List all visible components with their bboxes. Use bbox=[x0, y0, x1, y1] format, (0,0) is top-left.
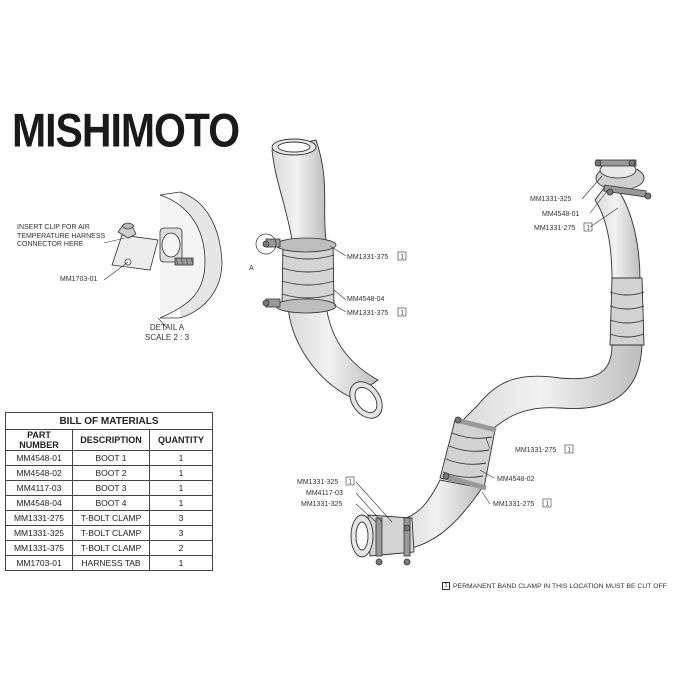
bom-quantity: 1 bbox=[149, 495, 213, 511]
bom-quantity: 3 bbox=[149, 510, 213, 526]
bom-header-description: DESCRIPTION bbox=[72, 429, 150, 451]
detail-a-view bbox=[111, 191, 223, 319]
detail-note-line: INSERT CLIP FOR AIR bbox=[17, 224, 90, 231]
bom-description: T-BOLT CLAMP bbox=[72, 525, 150, 541]
callout-upper-clamp-1: MM1331-375 bbox=[347, 254, 388, 261]
detail-title-leader bbox=[157, 317, 167, 328]
detail-title-block: DETAIL A SCALE 2 : 3 bbox=[145, 323, 189, 343]
callout-left-clamp-325a: MM1331-325 bbox=[297, 479, 338, 486]
bom-part: MM1331-325 bbox=[5, 525, 73, 541]
detail-note-line: TEMPERATURE HARNESS bbox=[17, 232, 106, 240]
mid-t-bolt-clamps bbox=[442, 416, 497, 491]
bom-header-part: PART NUMBER bbox=[5, 429, 73, 451]
detail-tab-part: MM1703-01 bbox=[60, 276, 98, 283]
bom-part: MM4548-02 bbox=[5, 465, 73, 481]
callout-right-clamp-275: MM1331-275 bbox=[534, 225, 575, 232]
detail-note-line: CONNECTOR HERE bbox=[17, 241, 84, 248]
bom-part: MM4117-03 bbox=[5, 480, 73, 496]
callout-upper-clamp-2: MM1331-375 bbox=[347, 310, 388, 317]
footnote-flag-box: 1 bbox=[442, 582, 450, 590]
callout-left-clamp-325b: MM1331-325 bbox=[301, 501, 342, 508]
bom-header-quantity: QUANTITY bbox=[149, 429, 213, 451]
bom-part: MM1331-275 bbox=[5, 510, 73, 526]
bom-description: BOOT 4 bbox=[72, 495, 150, 511]
bom-title-row: BILL OF MATERIALS bbox=[5, 412, 213, 430]
callout-left-boot: MM4117-03 bbox=[306, 490, 343, 497]
callout-right-boot: MM4548-01 bbox=[542, 211, 579, 218]
bom-description: BOOT 2 bbox=[72, 465, 150, 481]
lower-intercooler-pipe bbox=[350, 179, 645, 558]
bom-description: HARNESS TAB bbox=[72, 555, 150, 571]
callout-right-clamp-325: MM1331-325 bbox=[530, 196, 571, 203]
bom-quantity: 2 bbox=[149, 540, 213, 556]
detail-note-leader bbox=[103, 237, 126, 244]
flag-box-label: 1 bbox=[546, 502, 550, 508]
bom-quantity: 1 bbox=[149, 465, 213, 481]
flag-box-label: 1 bbox=[568, 448, 572, 454]
bom-description: BOOT 1 bbox=[72, 450, 150, 466]
callout-mid-boot: MM4548-02 bbox=[497, 476, 534, 483]
callout-upper-boot: MM4548-04 bbox=[347, 296, 384, 303]
callout-mid-clamp-275: MM1331-275 bbox=[515, 447, 556, 454]
left-end-clamps bbox=[375, 517, 411, 566]
bom-part: MM1703-01 bbox=[5, 555, 73, 571]
top-right-boot bbox=[594, 159, 652, 200]
bom-description: T-BOLT CLAMP bbox=[72, 540, 150, 556]
footnote-text: PERMANENT BAND CLAMP IN THIS LOCATION MU… bbox=[453, 582, 667, 590]
bom-part: MM4548-04 bbox=[5, 495, 73, 511]
tab-leader bbox=[103, 261, 129, 281]
cut-off-flag-boxes: 1 1 1 1 1 1 bbox=[345, 222, 593, 508]
flag-box-label: 1 bbox=[401, 311, 405, 317]
upper-t-bolt-clamp-2 bbox=[262, 298, 337, 314]
bom-description: BOOT 3 bbox=[72, 480, 150, 496]
bom-quantity: 3 bbox=[149, 525, 213, 541]
detail-title: DETAIL A bbox=[149, 323, 185, 332]
bom-quantity: 1 bbox=[149, 555, 213, 571]
bom-quantity: 1 bbox=[149, 480, 213, 496]
bom-part: MM4548-01 bbox=[5, 450, 73, 466]
brand-logo: MISHIMOTO bbox=[12, 104, 240, 157]
bom-description: T-BOLT CLAMP bbox=[72, 510, 150, 526]
bom-header-row: PART NUMBER DESCRIPTION QUANTITY bbox=[5, 429, 213, 451]
callout-low-clamp-275: MM1331-275 bbox=[493, 501, 534, 508]
bom-part: MM1331-375 bbox=[5, 540, 73, 556]
detail-a-marker-circle bbox=[255, 233, 277, 255]
detail-note: INSERT CLIP FOR AIR TEMPERATURE HARNESS … bbox=[17, 224, 105, 250]
flag-box-label: 1 bbox=[587, 226, 591, 232]
bill-of-materials-table: BILL OF MATERIALS PART NUMBER DESCRIPTIO… bbox=[5, 412, 213, 571]
bom-title: BILL OF MATERIALS bbox=[5, 412, 213, 430]
callout-leaders bbox=[329, 175, 619, 523]
detail-scale: SCALE 2 : 3 bbox=[145, 333, 190, 342]
flag-box-label: 1 bbox=[401, 255, 405, 261]
bom-quantity: 1 bbox=[149, 450, 213, 466]
flag-box-label: 1 bbox=[349, 480, 353, 486]
detail-a-marker: A bbox=[249, 265, 254, 272]
upper-intercooler-pipe bbox=[271, 138, 383, 419]
